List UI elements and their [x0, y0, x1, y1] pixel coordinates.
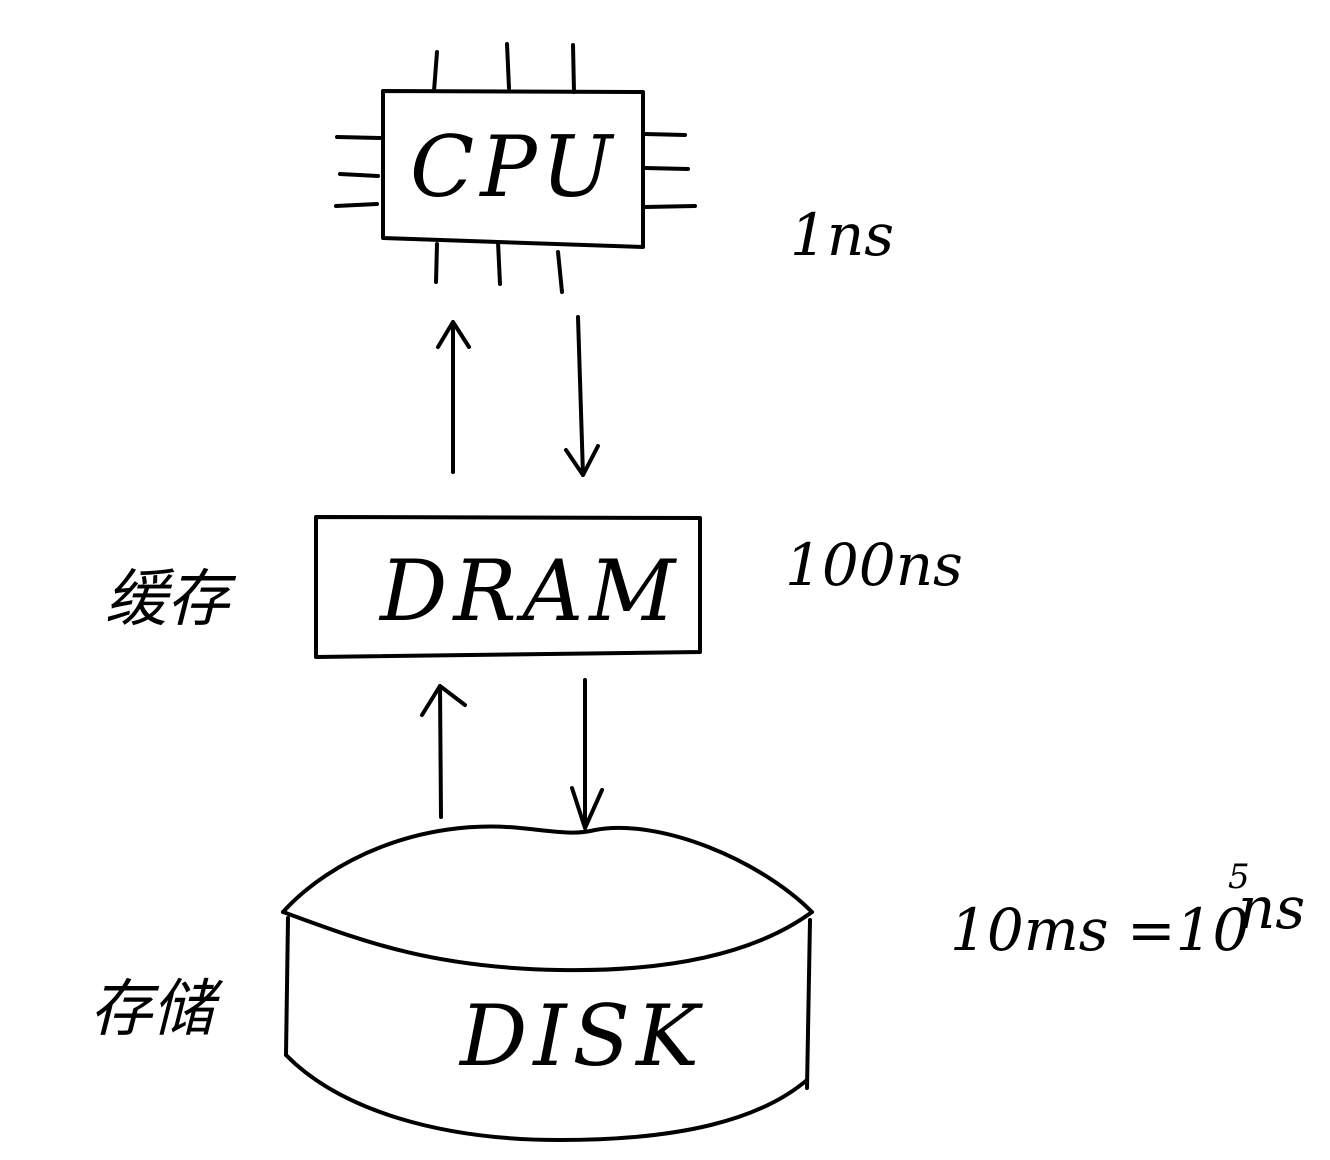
disk-right-side: [805, 918, 812, 1090]
cpu-latency: 1ns: [790, 201, 894, 269]
dram-role-label: 缓存: [105, 562, 237, 635]
down-arrow-dram-to-disk: [570, 678, 604, 830]
disk-left-side: [284, 916, 290, 1057]
cpu-label: CPU: [410, 118, 618, 216]
disk-top: [281, 824, 814, 914]
down-arrow-cpu-to-dram: [564, 315, 600, 477]
disk-latency-base: 10ms =10: [950, 896, 1249, 964]
disk-rim: [281, 910, 814, 973]
cpu-dram-arrows: [436, 315, 600, 477]
up-arrow-dram-to-cpu: [436, 320, 471, 474]
disk-latency: 10ms =10 5 ns: [950, 857, 1305, 964]
dram-disk-arrows: [420, 678, 604, 830]
dram-label: DRAM: [378, 542, 681, 640]
disk-label: DISK: [458, 987, 705, 1085]
disk-latency-unit: ns: [1238, 874, 1305, 942]
dram-node: DRAM: [314, 515, 702, 659]
up-arrow-disk-to-dram: [420, 684, 467, 819]
cpu-chip: CPU: [334, 42, 697, 294]
disk-node: DISK: [281, 824, 814, 1142]
cpu-pins-top: [432, 42, 576, 94]
cpu-pins-right: [643, 132, 697, 209]
cpu-pins-bottom: [434, 240, 564, 294]
disk-bottom: [284, 1053, 809, 1142]
cpu-box: [381, 89, 645, 249]
disk-role-label: 存储: [90, 972, 224, 1045]
cpu-pins-left: [334, 135, 382, 208]
dram-latency: 100ns: [785, 531, 963, 599]
dram-box: [314, 515, 702, 659]
disk-latency-exponent: 5: [1228, 857, 1250, 897]
